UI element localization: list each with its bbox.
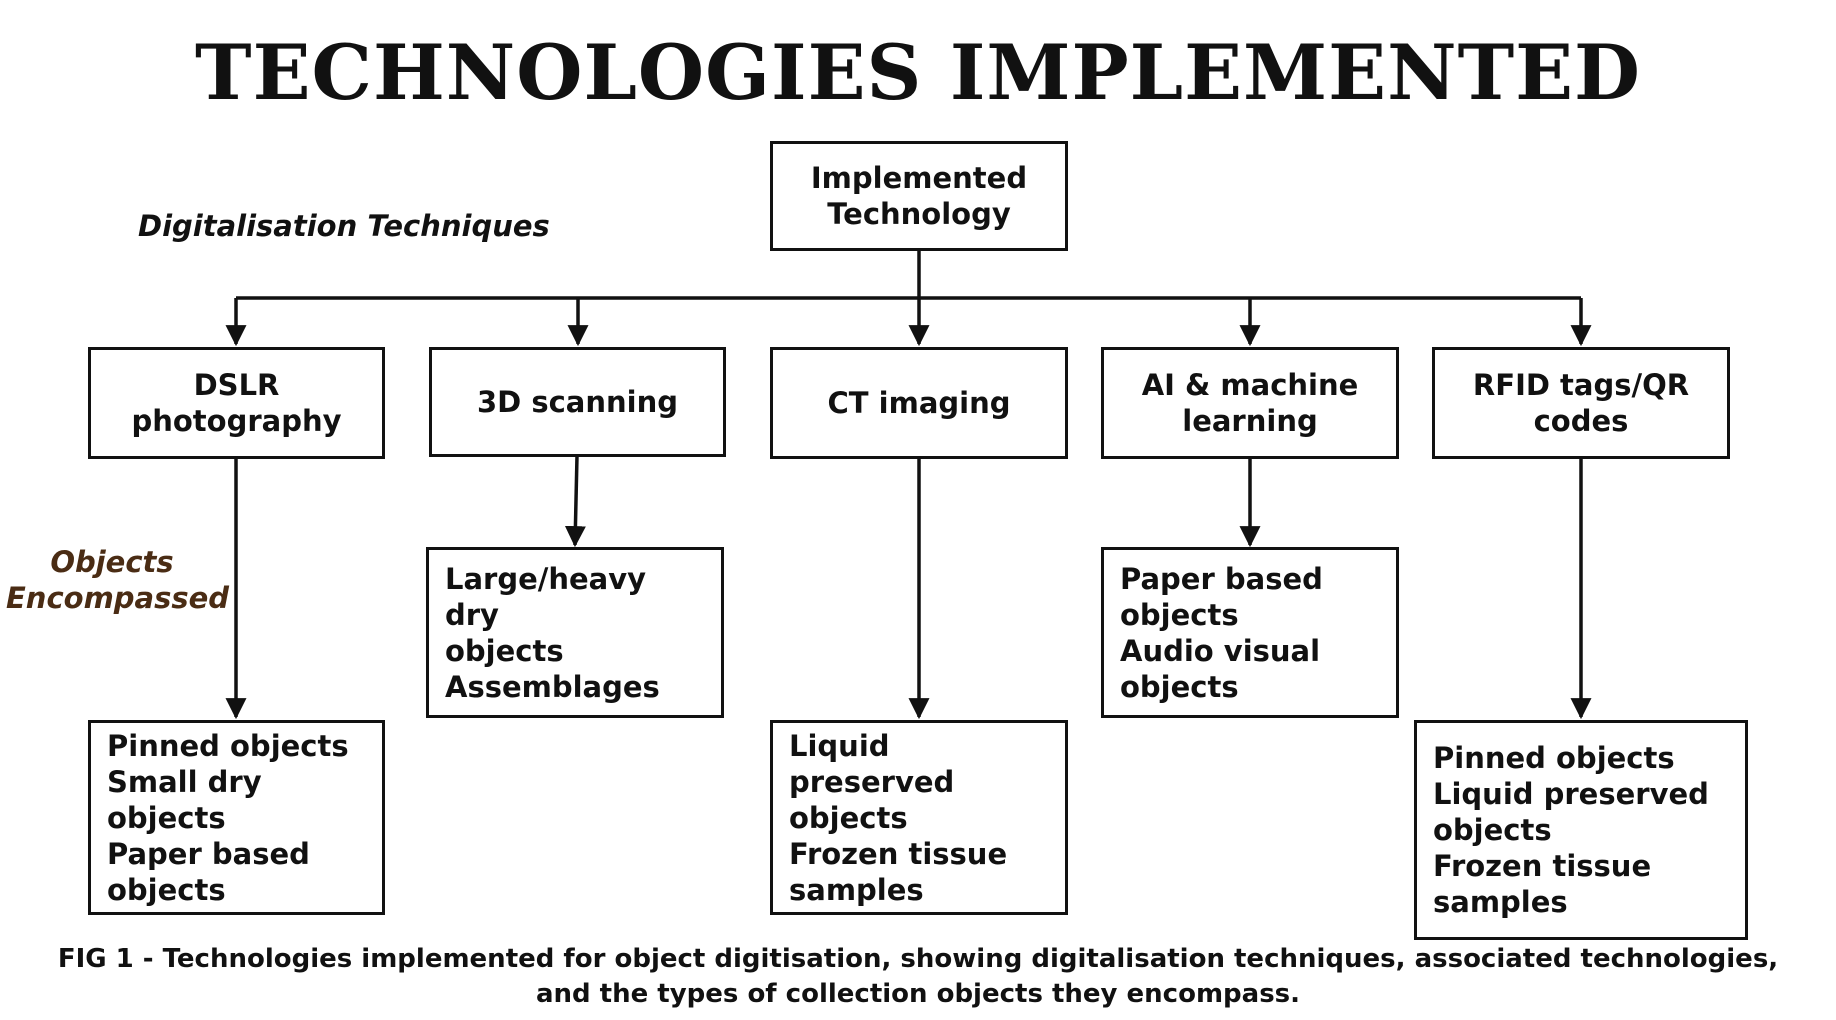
tech-label-line: photography xyxy=(131,404,342,438)
tech-label-line: AI & machine xyxy=(1141,368,1359,402)
root-label-line: Implemented xyxy=(810,161,1028,195)
object-line: Frozen tissue xyxy=(789,836,1008,871)
tech-label-line: learning xyxy=(1182,404,1318,438)
tech-label-line: 3D scanning xyxy=(476,385,678,419)
objects-label: Objects Encompassed xyxy=(6,544,230,616)
object-line: Small dry objects xyxy=(107,764,262,835)
object-line: objects xyxy=(1120,669,1239,704)
caption-line: FIG 1 - Technologies implemented for obj… xyxy=(57,944,1779,974)
object-line: samples xyxy=(789,872,924,907)
caption-line: and the types of collection objects they… xyxy=(535,979,1301,1009)
root-box: Implemented Technology xyxy=(770,141,1068,251)
object-line: objects xyxy=(1433,813,1552,847)
tech-label-line: codes xyxy=(1533,404,1629,438)
object-line: Frozen tissue xyxy=(1433,849,1652,883)
object-line: objects xyxy=(789,800,908,835)
objects-box-dslr: Pinned objects Small dry objects Paper b… xyxy=(88,720,385,915)
tech-box-ai-ml: AI & machine learning xyxy=(1101,347,1399,459)
figure-caption: FIG 1 - Technologies implemented for obj… xyxy=(0,942,1836,1012)
object-line: Audio visual xyxy=(1120,633,1321,668)
diagram-title: TECHNOLOGIES IMPLEMENTED xyxy=(195,28,1641,117)
object-line: samples xyxy=(1433,885,1568,919)
object-line: Liquid preserved xyxy=(789,728,955,799)
objects-box-rfid-qr: Pinned objects Liquid preserved objects … xyxy=(1414,720,1748,940)
techniques-label: Digitalisation Techniques xyxy=(138,209,550,243)
object-line: objects xyxy=(107,872,226,907)
object-line: objects xyxy=(445,633,564,668)
objects-label-line: Encompassed xyxy=(6,581,230,615)
object-line: Large/heavy dry xyxy=(445,561,647,632)
arrow-3d-objects xyxy=(564,455,586,548)
object-line: Assemblages xyxy=(445,669,660,704)
object-line: Paper based xyxy=(107,836,310,871)
object-line: Paper based xyxy=(1120,561,1323,596)
tech-box-dslr: DSLR photography xyxy=(88,347,385,459)
object-line: Pinned objects xyxy=(107,728,349,763)
root-label-line: Technology xyxy=(827,197,1011,231)
objects-box-ai-ml: Paper based objects Audio visual objects xyxy=(1101,547,1399,718)
objects-box-ct-imaging: Liquid preserved objects Frozen tissue s… xyxy=(770,720,1068,915)
tech-box-3d-scanning: 3D scanning xyxy=(429,347,726,457)
tech-box-ct-imaging: CT imaging xyxy=(770,347,1068,459)
tech-label-line: DSLR xyxy=(193,368,280,402)
tech-label-line: RFID tags/QR xyxy=(1472,368,1690,402)
object-line: objects xyxy=(1120,597,1239,632)
object-line: Liquid preserved xyxy=(1433,777,1709,811)
objects-label-line: Objects xyxy=(50,545,174,579)
tech-box-rfid-qr: RFID tags/QR codes xyxy=(1432,347,1730,459)
objects-box-3d-scanning: Large/heavy dry objects Assemblages xyxy=(426,547,724,718)
object-line: Pinned objects xyxy=(1433,741,1675,775)
tech-label-line: CT imaging xyxy=(827,386,1011,420)
